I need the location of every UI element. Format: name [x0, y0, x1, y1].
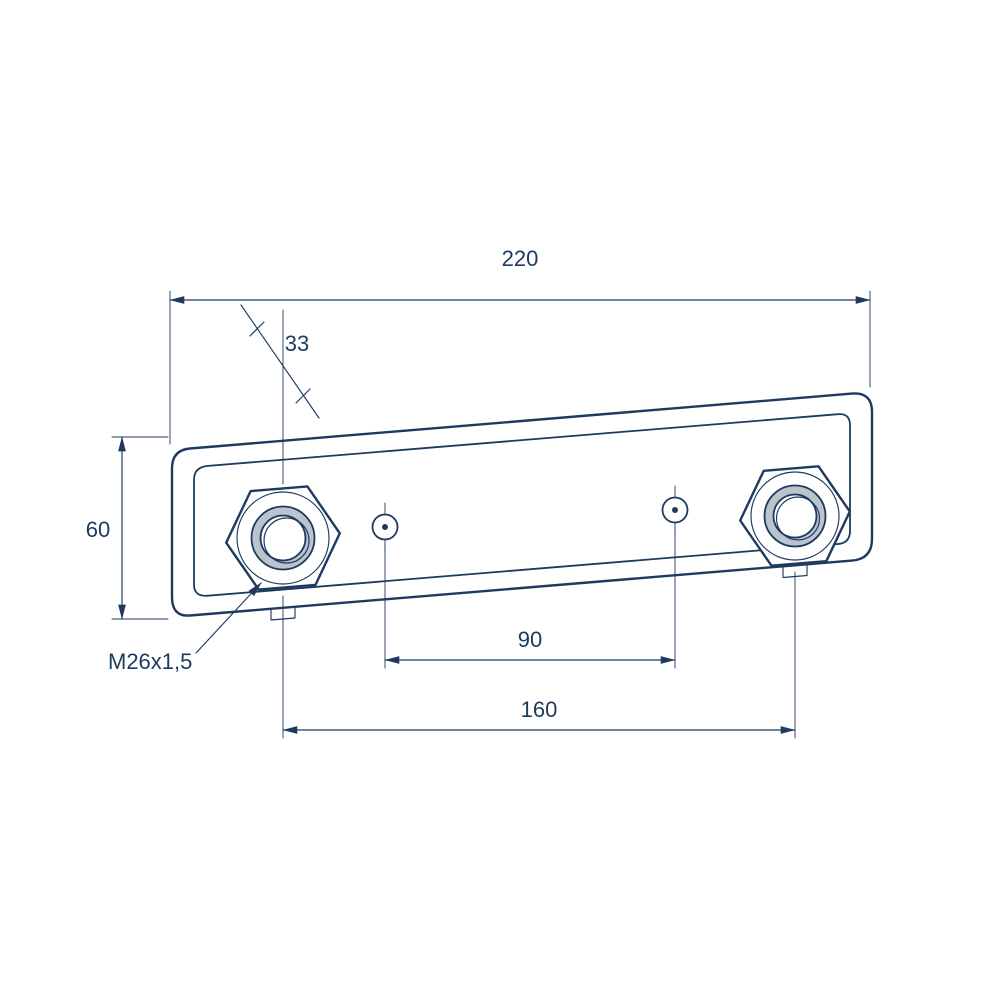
mount-hole-left-center — [382, 524, 388, 530]
left-nut-bore — [259, 514, 307, 562]
right-nut-thread-shading — [764, 485, 826, 547]
dim-33-text: 33 — [285, 331, 309, 356]
right-nut-chamfer-circle — [750, 471, 840, 561]
left-nut-chamfer-circle — [236, 491, 330, 585]
mount-hole-left — [371, 502, 399, 552]
dim-60-text: 60 — [86, 517, 110, 542]
dim-90-text: 90 — [518, 627, 542, 652]
dim-220-text: 220 — [502, 246, 539, 271]
dimension-hole-spacing: 90 — [384, 527, 676, 669]
dim-33-line — [240, 304, 320, 419]
right-nut-bore — [772, 493, 818, 539]
right-hex-nut — [739, 465, 851, 567]
left-nut-thread-shading — [251, 506, 315, 570]
plate-inner-contour — [193, 413, 851, 597]
dimension-overall-width: 220 — [169, 246, 871, 445]
dimension-overall-height: 60 — [86, 436, 169, 620]
left-hex-nut — [224, 485, 341, 591]
plate-outer-outline — [170, 392, 874, 617]
right-nut-thread-circle — [763, 484, 827, 548]
thread-size-text: M26x1,5 — [108, 649, 192, 674]
right-nut-bore-depth — [775, 496, 821, 541]
mount-hole-right — [661, 485, 689, 535]
dim-33-tick-2 — [295, 388, 311, 404]
dim-160-text: 160 — [521, 697, 558, 722]
dim-33-tick-1 — [249, 321, 265, 337]
dimension-nut-spacing: 160 — [282, 571, 796, 739]
thread-callout: M26x1,5 — [108, 582, 262, 674]
left-nut-thread-circle — [250, 505, 316, 571]
dimension-nut-edge-offset: 33 — [240, 304, 320, 485]
left-nut-bore-depth — [263, 517, 310, 564]
mount-hole-right-center — [672, 507, 678, 513]
thread-leader-line — [195, 582, 262, 654]
